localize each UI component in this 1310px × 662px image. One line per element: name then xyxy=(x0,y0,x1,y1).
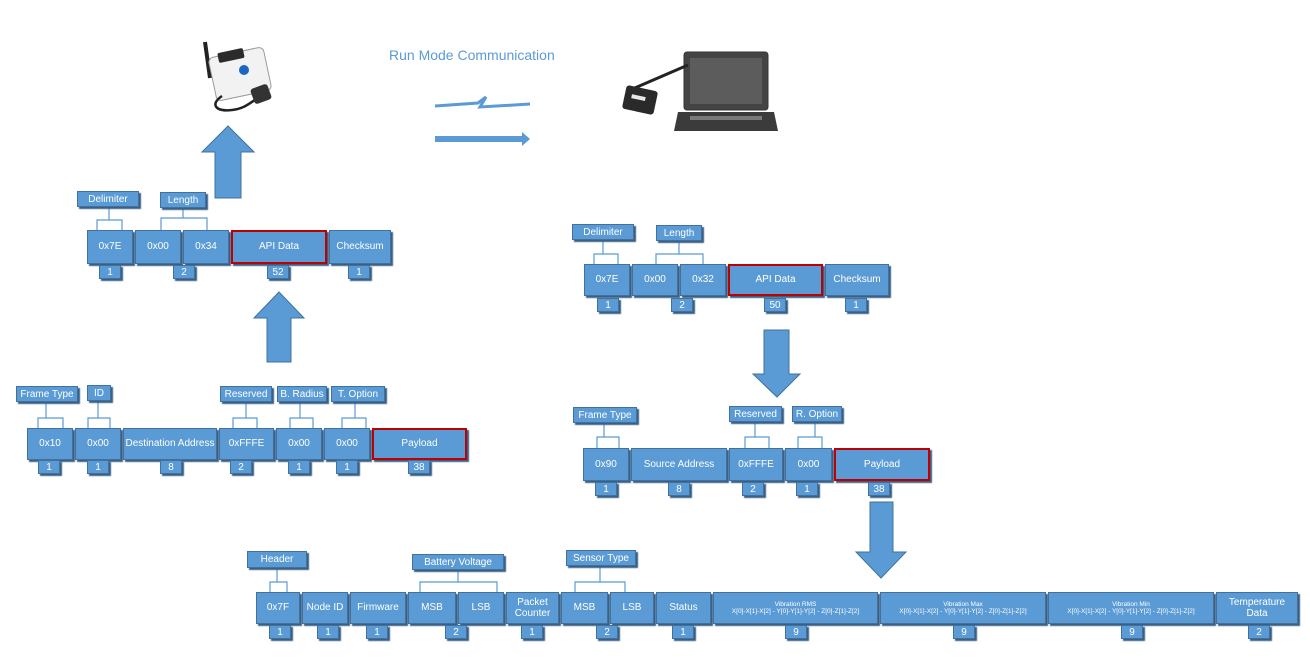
label-battery-voltage: Battery Voltage xyxy=(412,554,504,570)
size-badge: 1 xyxy=(269,625,291,639)
label-id: ID xyxy=(87,385,111,401)
field-r-option: 0x00 xyxy=(785,448,832,481)
field-b-radius: 0x00 xyxy=(276,428,322,460)
size-badge: 1 xyxy=(87,460,109,474)
label-frame-type: Frame Type xyxy=(573,407,637,423)
brackets xyxy=(37,206,823,592)
field-source-address: Source Address xyxy=(631,448,727,481)
size-badge: 1 xyxy=(38,460,60,474)
field-length-lsb: 0x34 xyxy=(183,230,229,264)
size-badge: 1 xyxy=(597,298,619,312)
field-sensor-msb: MSB xyxy=(561,592,608,624)
direction-arrow-right xyxy=(435,132,530,146)
field-vibration-max: Vibration Max X[0]-X[1]-X[2] - Y[0]-Y[1]… xyxy=(880,592,1046,624)
sensor-device-icon xyxy=(203,41,272,112)
size-badge: 38 xyxy=(868,482,890,496)
size-badge: 1 xyxy=(99,265,121,279)
field-vibration-rms: Vibration RMS X[0]-X[1]-X[2] - Y[0]-Y[1]… xyxy=(713,592,878,624)
field-status: Status xyxy=(656,592,711,624)
field-length-msb: 0x00 xyxy=(135,230,181,264)
size-badge: 2 xyxy=(596,625,618,639)
field-destination-address: Destination Address xyxy=(123,428,217,460)
size-badge: 2 xyxy=(742,482,764,496)
arrow-down-to-payload xyxy=(854,501,908,579)
size-badge: 2 xyxy=(671,298,693,312)
size-badge: 9 xyxy=(785,625,807,639)
label-delimiter: Delimiter xyxy=(77,191,139,207)
size-badge: 1 xyxy=(672,625,694,639)
field-id: 0x00 xyxy=(75,428,121,460)
label-delimiter: Delimiter xyxy=(572,224,634,240)
size-badge: 2 xyxy=(173,265,195,279)
vibration-min-detail: X[0]-X[1]-X[2] - Y[0]-Y[1]-Y[2] - Z[0]-Z… xyxy=(1067,608,1195,615)
field-checksum: Checksum xyxy=(329,230,391,264)
size-badge: 1 xyxy=(595,482,617,496)
field-api-data: API Data xyxy=(728,264,823,296)
field-header: 0x7F xyxy=(256,592,300,624)
size-badge: 2 xyxy=(1248,625,1270,639)
field-frame-type: 0x10 xyxy=(27,428,73,460)
size-badge: 1 xyxy=(366,625,388,639)
field-battery-msb: MSB xyxy=(408,592,456,624)
size-badge: 50 xyxy=(764,298,786,312)
size-badge: 1 xyxy=(336,460,358,474)
field-reserved: 0xFFFE xyxy=(219,428,274,460)
field-length-lsb: 0x32 xyxy=(680,264,726,296)
field-reserved: 0xFFFE xyxy=(729,448,783,481)
vibration-min-name: Vibration Min xyxy=(1112,600,1150,608)
field-payload: Payload xyxy=(834,448,930,481)
wireless-icon xyxy=(434,95,531,109)
size-badge: 38 xyxy=(408,460,430,474)
field-checksum: Checksum xyxy=(825,264,889,296)
label-length: Length xyxy=(160,192,206,208)
field-firmware: Firmware xyxy=(350,592,406,624)
field-packet-counter: Packet Counter xyxy=(506,592,559,624)
size-badge: 8 xyxy=(668,482,690,496)
label-length: Length xyxy=(656,225,702,241)
label-t-option: T. Option xyxy=(331,386,385,402)
size-badge: 9 xyxy=(953,625,975,639)
size-badge: 1 xyxy=(796,482,818,496)
label-reserved: Reserved xyxy=(729,406,782,422)
vibration-max-name: Vibration Max xyxy=(943,600,983,608)
vibration-rms-name: Vibration RMS xyxy=(774,600,817,608)
size-badge: 2 xyxy=(230,460,252,474)
size-badge: 1 xyxy=(317,625,339,639)
vibration-rms-detail: X[0]-X[1]-X[2] - Y[0]-Y[1]-Y[2] - Z[0]-Z… xyxy=(731,608,860,615)
vibration-max-detail: X[0]-X[1]-X[2] - Y[0]-Y[1]-Y[2] - Z[0]-Z… xyxy=(899,608,1027,615)
field-delimiter: 0x7E xyxy=(584,264,630,296)
field-frame-type: 0x90 xyxy=(583,448,629,481)
label-b-radius: B. Radius xyxy=(277,386,327,402)
field-api-data: API Data xyxy=(231,230,327,264)
size-badge: 2 xyxy=(445,625,467,639)
field-battery-lsb: LSB xyxy=(458,592,504,624)
field-t-option: 0x00 xyxy=(324,428,370,460)
arrow-down-to-api xyxy=(751,329,802,398)
arrow-up-to-sensor xyxy=(200,125,256,199)
size-badge: 1 xyxy=(288,460,310,474)
label-reserved: Reserved xyxy=(220,386,272,402)
size-badge: 1 xyxy=(348,265,370,279)
field-length-msb: 0x00 xyxy=(632,264,678,296)
field-sensor-lsb: LSB xyxy=(610,592,654,624)
laptop-icon xyxy=(674,51,778,131)
size-badge: 52 xyxy=(267,265,289,279)
size-badge: 8 xyxy=(160,460,182,474)
arrow-up-to-frame xyxy=(252,291,306,363)
field-payload: Payload xyxy=(372,428,467,460)
size-badge: 1 xyxy=(845,298,867,312)
field-vibration-min: Vibration Min X[0]-X[1]-X[2] - Y[0]-Y[1]… xyxy=(1048,592,1214,624)
label-header: Header xyxy=(247,551,307,568)
label-frame-type: Frame Type xyxy=(16,386,78,402)
field-node-id: Node ID xyxy=(302,592,348,624)
field-temperature-data: Temperature Data xyxy=(1216,592,1298,624)
label-r-option: R. Option xyxy=(792,406,842,422)
size-badge: 1 xyxy=(521,625,543,639)
field-delimiter: 0x7E xyxy=(87,230,133,264)
label-sensor-type: Sensor Type xyxy=(566,550,636,566)
gateway-device-icon xyxy=(622,63,689,115)
size-badge: 9 xyxy=(1121,625,1143,639)
diagram-title: Run Mode Communication xyxy=(389,47,555,63)
